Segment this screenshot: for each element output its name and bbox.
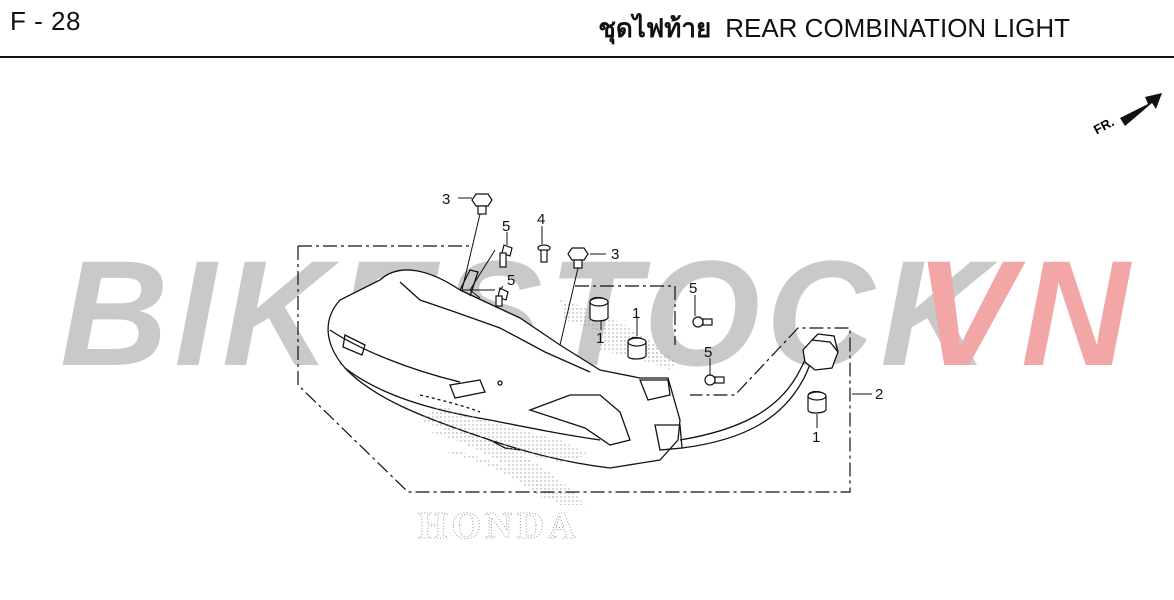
callout-5-lower: 5 [704,344,712,361]
screw-icon [495,244,725,386]
callout-1-lower: 1 [812,429,820,446]
callout-1-upper: 1 [632,305,640,322]
callout-2: 2 [875,386,883,403]
title-thai: ชุดไฟท้าย [598,14,712,44]
callout-3-upper: 3 [442,191,450,208]
page-code: F - 28 [10,6,81,36]
callout-1-left: 1 [596,330,604,347]
assembly-outline [297,245,851,493]
front-label: FR. [1091,114,1117,137]
header-rule [0,56,1174,58]
callout-5-right: 5 [689,280,697,297]
bolt-icon [471,193,589,269]
page-title: ชุดไฟท้าย REAR COMBINATION LIGHT [598,8,1070,49]
title-english: REAR COMBINATION LIGHT [725,13,1070,43]
callout-5-middle: 5 [507,272,515,289]
wire-harness [679,333,839,449]
front-arrow-icon: FR. [1091,93,1162,137]
watermark-accent: VN [915,229,1135,397]
grommet-icon [589,296,827,414]
honda-wing-logo [420,300,660,505]
callout-4: 4 [537,211,545,228]
callout-3-right: 3 [611,246,619,263]
leader-lines [458,197,872,428]
housing-shading [420,405,590,462]
honda-wordmark: HONDA [418,505,579,547]
callout-5-upper: 5 [502,218,510,235]
